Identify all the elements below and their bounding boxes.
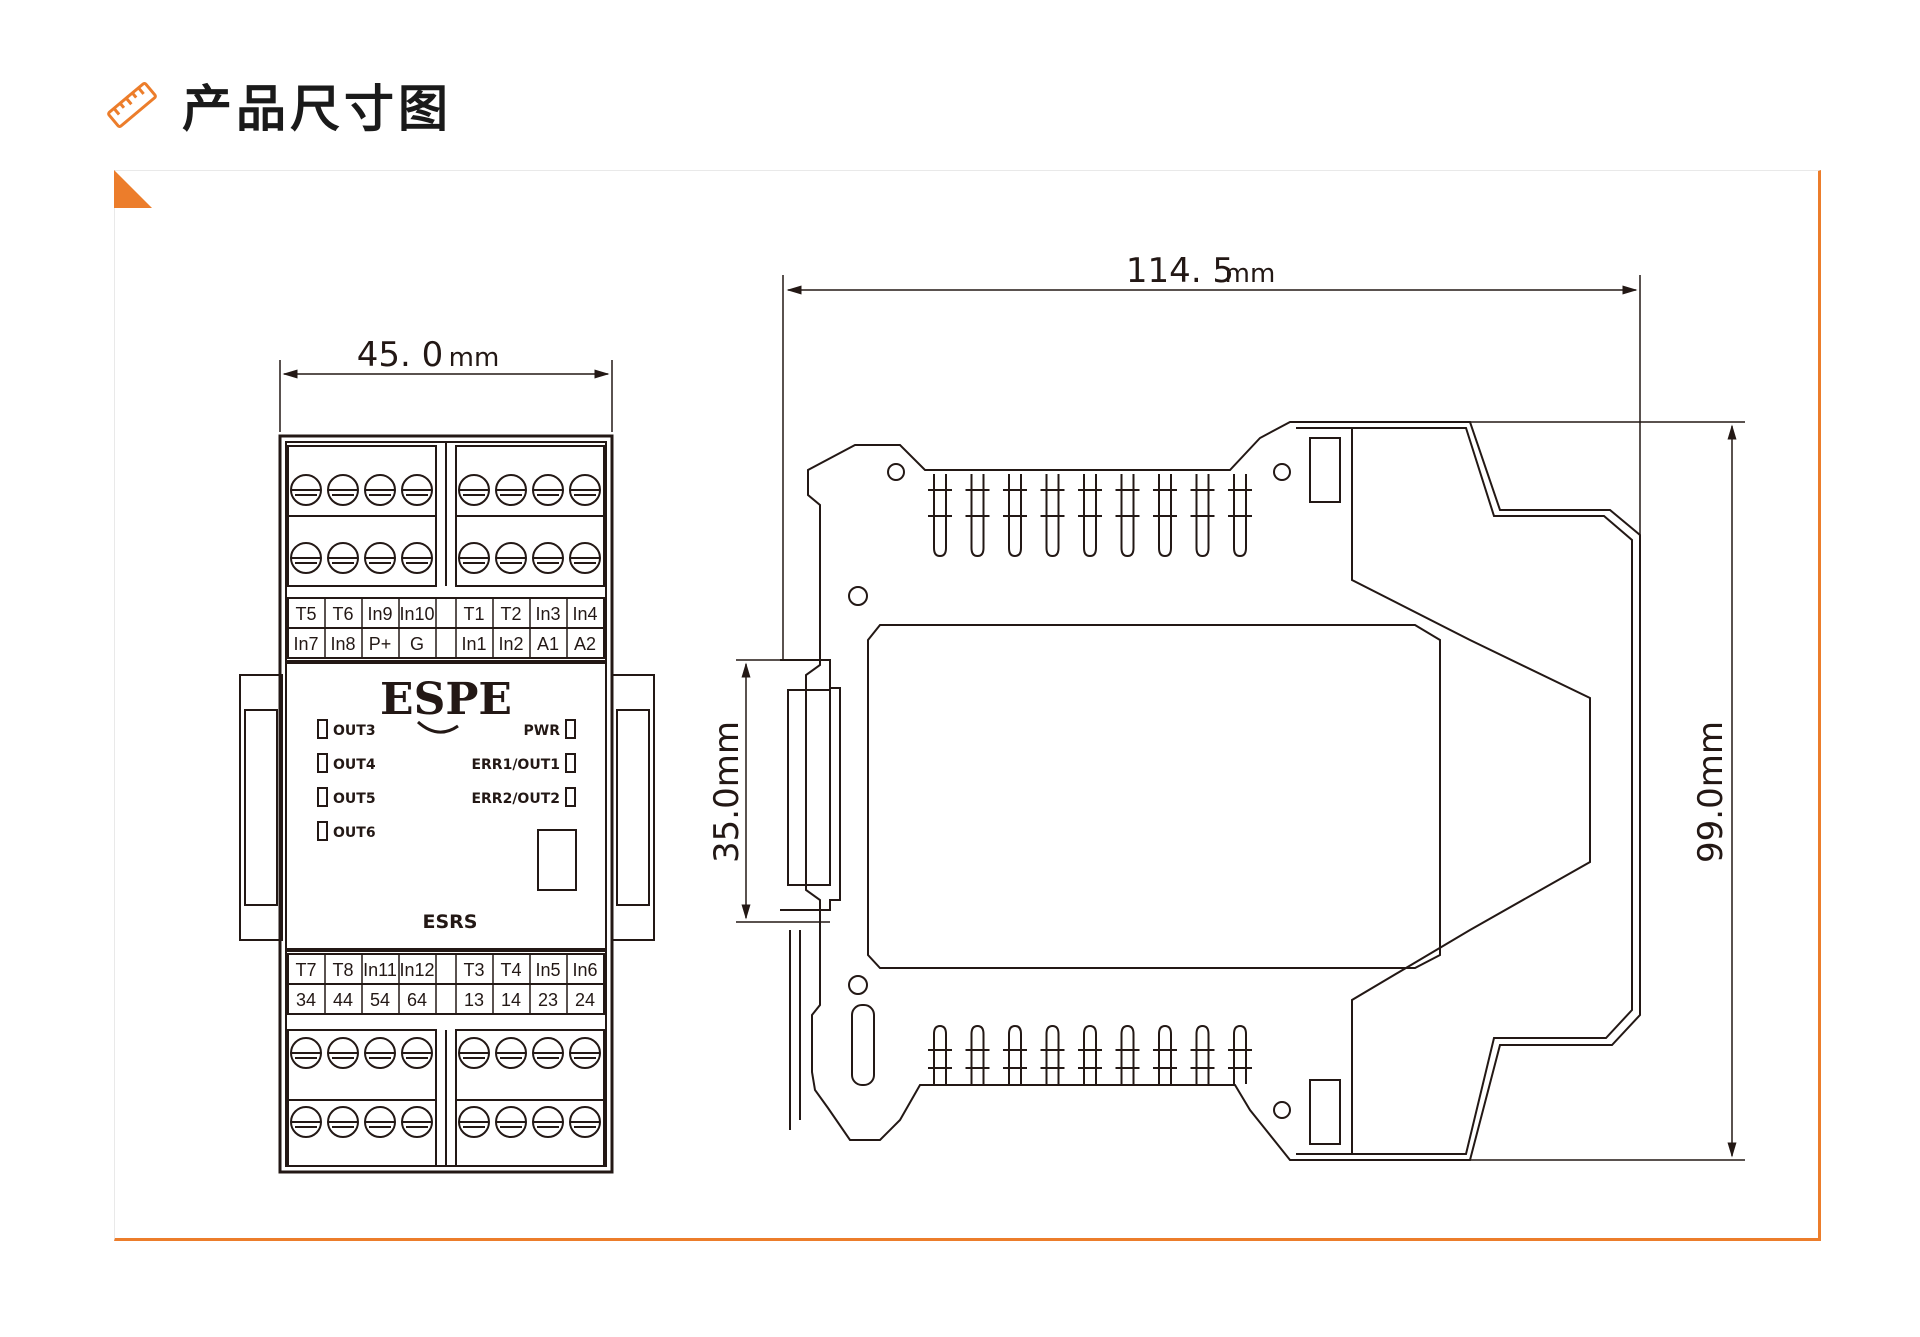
terminal-label: In9 xyxy=(367,604,392,624)
terminal-screw-icon xyxy=(401,1106,433,1138)
terminal-label: T6 xyxy=(332,604,353,624)
terminal-label: 64 xyxy=(407,990,427,1010)
led-indicator: OUT3 xyxy=(317,719,376,739)
terminal-screw-icon xyxy=(327,474,359,506)
espe-logo: ESPE xyxy=(380,674,512,734)
terminal-label: 54 xyxy=(370,990,390,1010)
terminal-screw-icon xyxy=(569,1037,601,1069)
terminal-label: 44 xyxy=(333,990,353,1010)
terminal-label: In3 xyxy=(535,604,560,624)
terminal-screw-icon xyxy=(532,542,564,574)
terminal-screw-icon xyxy=(327,1106,359,1138)
terminal-screw-icon xyxy=(401,542,433,574)
terminal-label: 23 xyxy=(538,990,558,1010)
terminal-label: In6 xyxy=(572,960,597,980)
terminal-label: 24 xyxy=(575,990,595,1010)
terminal-screw-icon xyxy=(458,474,490,506)
terminal-label: In7 xyxy=(293,634,318,654)
led-label: OUT4 xyxy=(333,757,376,773)
terminal-screw-icon xyxy=(290,542,322,574)
led-indicator: OUT5 xyxy=(317,787,376,807)
terminal-screw-icon xyxy=(327,542,359,574)
terminal-screw-icon xyxy=(532,1037,564,1069)
terminal-label: In8 xyxy=(330,634,355,654)
terminal-label: In12 xyxy=(399,960,434,980)
terminal-screw-icon xyxy=(364,542,396,574)
side-width-dimension xyxy=(782,275,1641,660)
terminal-screw-icon xyxy=(364,1106,396,1138)
led-label: ERR1/OUT1 xyxy=(471,757,560,773)
terminal-screw-icon xyxy=(290,474,322,506)
terminal-screw-icon xyxy=(495,1037,527,1069)
terminal-label: In10 xyxy=(399,604,434,624)
height-dimension xyxy=(1470,421,1745,1161)
led-indicator: OUT6 xyxy=(317,821,376,841)
terminal-screw-icon xyxy=(290,1106,322,1138)
side-width-unit: mm xyxy=(1225,259,1276,289)
terminal-label: A2 xyxy=(574,634,596,654)
front-width-dimension xyxy=(279,360,613,432)
terminal-label: P+ xyxy=(369,634,392,654)
terminal-label: In1 xyxy=(461,634,486,654)
brand-logo-text: ESPE xyxy=(380,674,512,725)
terminal-label: T3 xyxy=(463,960,484,980)
model-label: ESRS xyxy=(423,911,478,933)
led-label: ERR2/OUT2 xyxy=(471,791,560,807)
terminal-label: T7 xyxy=(295,960,316,980)
side-view xyxy=(780,421,1641,1161)
terminal-screw-icon xyxy=(290,1037,322,1069)
terminal-label: T8 xyxy=(332,960,353,980)
terminal-screw-icon xyxy=(495,542,527,574)
terminal-screw-icon xyxy=(458,1037,490,1069)
terminal-screw-icon xyxy=(364,474,396,506)
led-label: OUT6 xyxy=(333,825,376,841)
led-label: PWR xyxy=(524,723,561,739)
terminal-screw-icon xyxy=(458,1106,490,1138)
front-view xyxy=(239,434,655,1174)
led-indicator: PWR xyxy=(524,719,576,739)
terminal-screw-icon xyxy=(401,1037,433,1069)
page-header: 产品尺寸图 xyxy=(104,70,452,140)
corner-accent xyxy=(114,170,152,208)
page-title: 产品尺寸图 xyxy=(182,80,452,138)
side-width-value: 114. 5 xyxy=(1126,251,1234,291)
terminal-screw-icon xyxy=(458,542,490,574)
ruler-icon xyxy=(107,81,157,129)
terminal-label: T5 xyxy=(295,604,316,624)
rail-height-dimension xyxy=(736,659,830,923)
terminal-label: 34 xyxy=(296,990,316,1010)
terminal-label: A1 xyxy=(537,634,559,654)
terminal-screw-icon xyxy=(532,474,564,506)
front-width-value: 45. 0 xyxy=(357,335,444,375)
terminal-screw-icon xyxy=(495,1106,527,1138)
led-label: OUT5 xyxy=(333,791,376,807)
terminal-label: In11 xyxy=(363,960,397,980)
terminal-label: T4 xyxy=(500,960,521,980)
terminal-screw-icon xyxy=(569,474,601,506)
led-indicator: OUT4 xyxy=(317,753,376,773)
led-indicator: ERR1/OUT1 xyxy=(471,753,576,773)
terminal-label: In4 xyxy=(572,604,597,624)
terminal-screw-icon xyxy=(495,474,527,506)
terminal-screw-icon xyxy=(569,542,601,574)
terminal-screw-icon xyxy=(569,1106,601,1138)
front-width-unit: mm xyxy=(449,343,500,373)
rail-height-label: 35.0mm xyxy=(707,721,747,863)
terminal-label: 13 xyxy=(464,990,484,1010)
terminal-label: 14 xyxy=(501,990,521,1010)
terminal-screw-icon xyxy=(401,474,433,506)
terminal-label: T2 xyxy=(500,604,521,624)
height-label: 99.0mm xyxy=(1691,721,1731,863)
terminal-label: T1 xyxy=(463,604,484,624)
terminal-screw-icon xyxy=(532,1106,564,1138)
led-label: OUT3 xyxy=(333,723,376,739)
drawing-frame xyxy=(114,170,1821,1241)
terminal-screw-icon xyxy=(327,1037,359,1069)
terminal-label: G xyxy=(410,634,424,654)
terminal-label: In2 xyxy=(498,634,523,654)
terminal-screw-icon xyxy=(364,1037,396,1069)
led-indicator: ERR2/OUT2 xyxy=(471,787,576,807)
terminal-label: In5 xyxy=(535,960,560,980)
